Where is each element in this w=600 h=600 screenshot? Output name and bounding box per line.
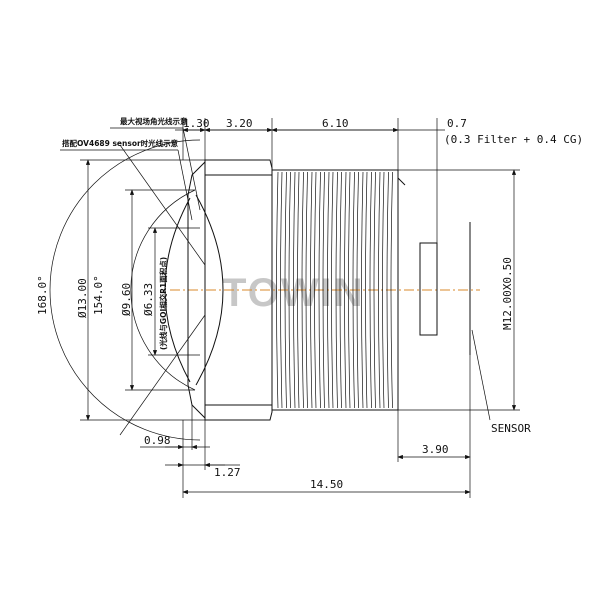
thread-ridge <box>322 171 325 409</box>
thread <box>272 169 406 411</box>
thread-ridge <box>365 171 368 409</box>
filter-note: (0.3 Filter + 0.4 CG) <box>444 133 583 146</box>
bottom-dimensions: 0.98 1.27 3.90 14.50 <box>140 355 471 498</box>
thread-ridge <box>305 171 308 409</box>
fov-arc-168 <box>49 139 201 441</box>
thread-ridge <box>301 171 304 409</box>
watermark: TOWIN <box>222 271 365 315</box>
thread-ridge <box>276 171 279 409</box>
dia-13: Ø13.00 <box>76 278 89 318</box>
dim-3-20: 3.20 <box>226 117 253 130</box>
left-dimensions: 168.0° Ø13.00 154.0° Ø9.60 Ø6.33 (光线与GOI… <box>36 159 205 421</box>
thread-ridge <box>397 177 406 186</box>
ray-note: (光线与GOI相交R1面积点) <box>158 257 168 350</box>
dia-6-33: Ø6.33 <box>142 283 155 316</box>
thread-ridge <box>314 171 317 409</box>
thread-ridge <box>339 171 342 409</box>
max-fov-label: 最大视场角光线示意 <box>120 116 188 126</box>
angle-154: 154.0° <box>92 275 105 315</box>
thread-ridge <box>386 171 389 409</box>
thread-ridge <box>310 171 313 409</box>
thread-label: M12.00X0.50 <box>501 257 514 330</box>
thread-ridge <box>293 171 296 409</box>
dim-6-10: 6.10 <box>322 117 349 130</box>
thread-ridge <box>369 171 372 409</box>
thread-ridge <box>352 171 355 409</box>
thread-ridge <box>327 171 330 409</box>
thread-ridge <box>361 171 364 409</box>
dim-0-7: 0.7 <box>447 117 467 130</box>
dim-3-90: 3.90 <box>422 443 449 456</box>
dim-1-27: 1.27 <box>214 466 241 479</box>
thread-ridge <box>297 171 300 409</box>
dim-1-30: 1.30 <box>183 117 210 130</box>
filter <box>419 242 438 336</box>
sensor-rays-label: 搭配OV4689 sensor时光线示意 <box>62 138 179 148</box>
dim-0-98: 0.98 <box>144 434 171 447</box>
dim-14-50: 14.50 <box>310 478 343 491</box>
thread-ridge <box>382 171 385 409</box>
thread-ridge <box>348 171 351 409</box>
thread-ridge <box>335 171 338 409</box>
angle-168: 168.0° <box>36 275 49 315</box>
dia-9-60: Ø9.60 <box>120 283 133 316</box>
thread-ridge <box>378 171 381 409</box>
thread-ridge <box>390 171 393 409</box>
top-dimensions: 1.30 3.20 6.10 0.7 (0.3 Filter + 0.4 CG) <box>175 117 583 243</box>
thread-ridge <box>373 171 376 409</box>
thread-ridge <box>272 169 399 411</box>
thread-ridge <box>331 171 334 409</box>
thread-ridge <box>344 171 347 409</box>
thread-ridge <box>318 171 321 409</box>
thread-ridge <box>356 171 359 409</box>
thread-ridge <box>284 171 287 409</box>
sensor-label: SENSOR <box>491 422 531 435</box>
thread-ridge <box>280 171 283 409</box>
thread-dimension: M12.00X0.50 <box>398 169 520 411</box>
thread-ridge <box>288 171 291 409</box>
